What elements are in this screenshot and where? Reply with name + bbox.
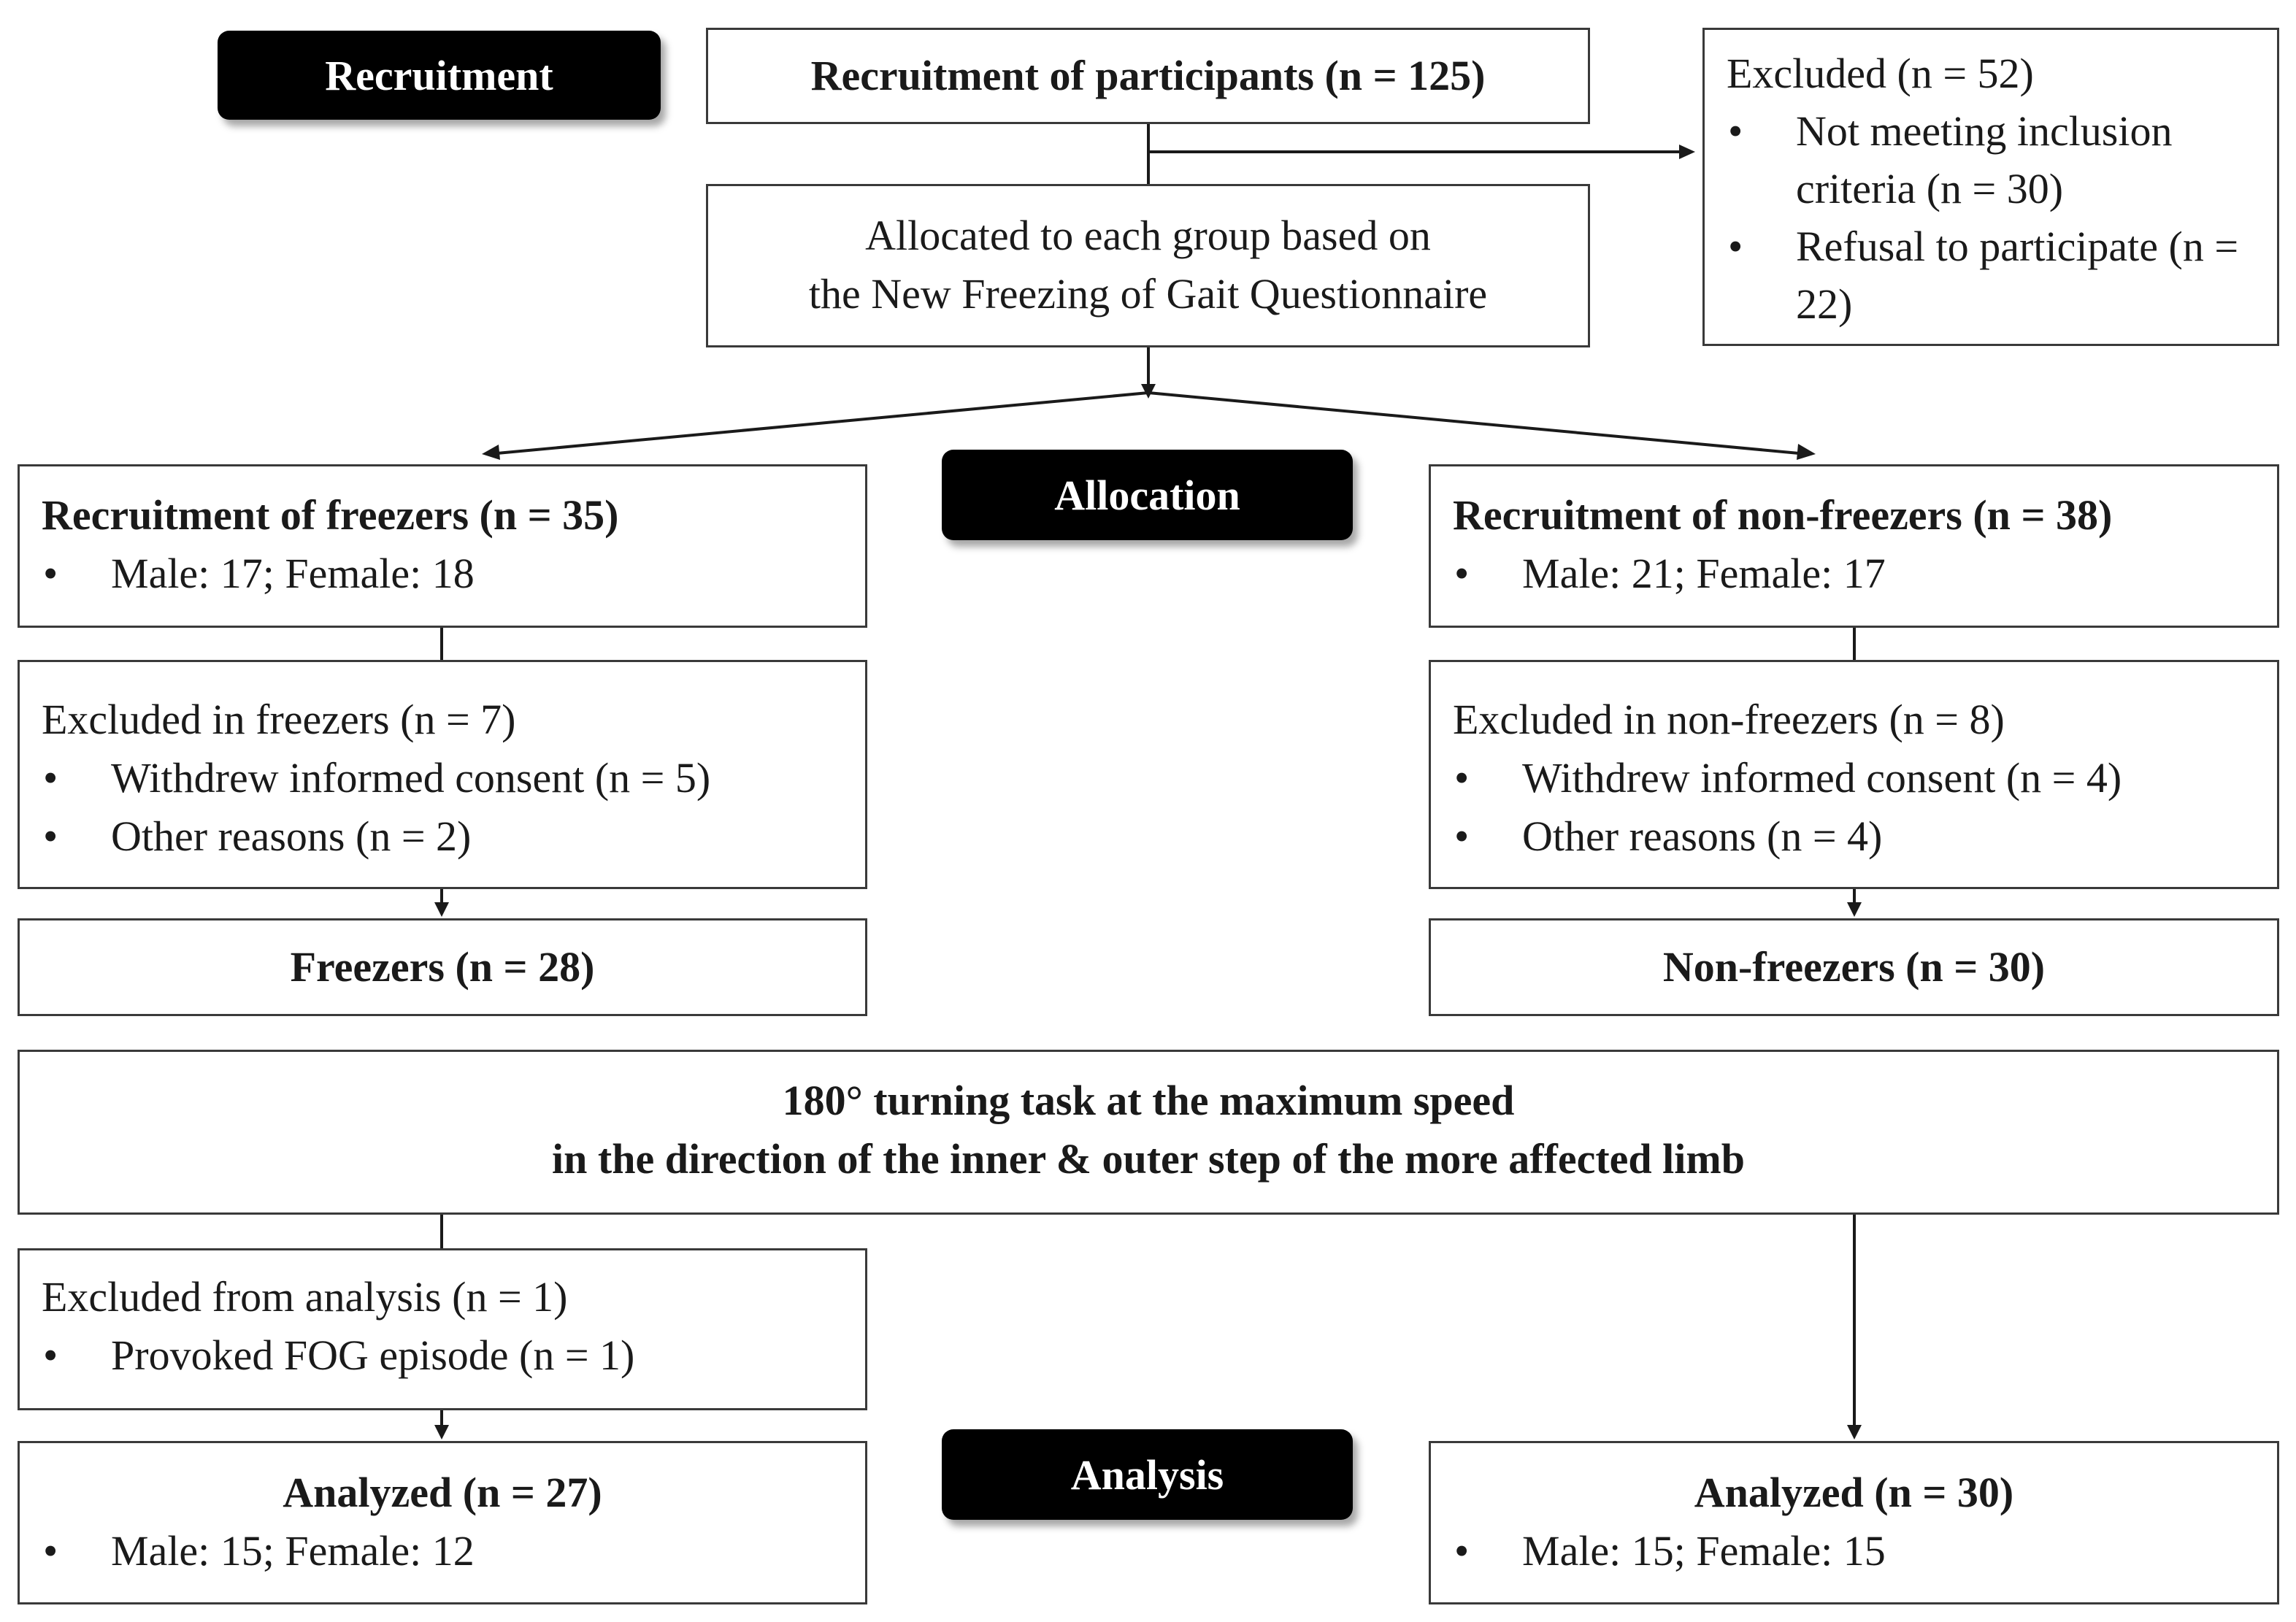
nonfreezers-sex: Male: 21; Female: 17 xyxy=(1522,550,1886,597)
list-item: • Withdrew informed consent (n = 4) xyxy=(1453,749,2277,807)
list-item: • Other reasons (n = 2) xyxy=(42,807,865,866)
list-item: • Male: 17; Female: 18 xyxy=(42,545,865,603)
arrowhead-allocated xyxy=(1141,384,1156,399)
bullet-icon: • xyxy=(1454,1527,1470,1575)
bullet-icon: • xyxy=(43,1527,58,1575)
freezers-recruitment-box: Recruitment of freezers (n = 35) • Male:… xyxy=(18,464,867,628)
arrowhead-excluded xyxy=(1679,145,1695,159)
list-item: • Withdrew informed consent (n = 5) xyxy=(42,749,865,807)
task-line-2: in the direction of the inner & outer st… xyxy=(552,1135,1745,1183)
analysis-excluded-item: Provoked FOG episode (n = 1) xyxy=(111,1331,635,1379)
bullet-icon: • xyxy=(43,550,58,597)
bullet-icon: • xyxy=(1728,107,1743,155)
freezers-excluded-title: Excluded in freezers (n = 7) xyxy=(42,696,516,743)
nonfreezers-excluded-title: Excluded in non-freezers (n = 8) xyxy=(1453,696,2005,743)
nonfreezers-title: Recruitment of non-freezers (n = 38) xyxy=(1453,491,2113,539)
analysis-excluded-box: Excluded from analysis (n = 1) • Provoke… xyxy=(18,1248,867,1410)
freezers-sex: Male: 17; Female: 18 xyxy=(111,550,475,597)
nonfreezers-excluded-item: Withdrew informed consent (n = 4) xyxy=(1522,754,2122,802)
allocated-box: Allocated to each group based on the New… xyxy=(706,184,1590,347)
analysis-excluded-title: Excluded from analysis (n = 1) xyxy=(42,1273,568,1321)
bullet-icon: • xyxy=(1454,754,1470,802)
arrowhead-analyzed-freezers xyxy=(434,1425,449,1440)
freezers-excluded-item: Withdrew informed consent (n = 5) xyxy=(111,754,711,802)
bullet-icon: • xyxy=(43,812,58,860)
nonfreezers-excluded-box: Excluded in non-freezers (n = 8) • Withd… xyxy=(1429,660,2279,889)
connector-to-nonfreezers xyxy=(1148,391,1808,456)
list-item: • Refusal to participate (n = 22) xyxy=(1727,218,2270,333)
nonfreezers-final-box: Non-freezers (n = 30) xyxy=(1429,918,2279,1016)
bullet-icon: • xyxy=(1454,550,1470,597)
stage-label-recruitment: Recruitment xyxy=(218,31,661,120)
nonfreezers-recruitment-box: Recruitment of non-freezers (n = 38) • M… xyxy=(1429,464,2279,628)
freezers-final-box: Freezers (n = 28) xyxy=(18,918,867,1016)
stage-label-allocation: Allocation xyxy=(942,450,1353,540)
bullet-icon: • xyxy=(43,1331,58,1379)
task-line-1: 180° turning task at the maximum speed xyxy=(782,1077,1515,1124)
list-item: • Other reasons (n = 4) xyxy=(1453,807,2277,866)
arrowhead-nonfreezers-final xyxy=(1847,902,1862,917)
freezers-final: Freezers (n = 28) xyxy=(290,943,595,991)
excluded-initial-title: Excluded (n = 52) xyxy=(1727,50,2034,97)
analyzed-nonfreezers-box: Analyzed (n = 30) • Male: 15; Female: 15 xyxy=(1429,1441,2279,1604)
freezers-excluded-box: Excluded in freezers (n = 7) • Withdrew … xyxy=(18,660,867,889)
connector-to-freezers xyxy=(488,391,1149,456)
recruitment-title: Recruitment of participants (n = 125) xyxy=(810,52,1486,99)
analyzed-nonfreezers-title: Analyzed (n = 30) xyxy=(1694,1469,2014,1516)
analyzed-freezers-box: Analyzed (n = 27) • Male: 15; Female: 12 xyxy=(18,1441,867,1604)
recruitment-box: Recruitment of participants (n = 125) xyxy=(706,28,1590,124)
list-item: • Not meeting inclusion criteria (n = 30… xyxy=(1727,102,2270,218)
list-item: • Male: 15; Female: 12 xyxy=(20,1522,865,1580)
excluded-initial-item: Not meeting inclusion criteria (n = 30) xyxy=(1796,107,2173,212)
bullet-icon: • xyxy=(1728,223,1743,270)
freezers-excluded-item: Other reasons (n = 2) xyxy=(111,812,472,860)
excluded-initial-box: Excluded (n = 52) • Not meeting inclusio… xyxy=(1702,28,2279,346)
stage-label-analysis: Analysis xyxy=(942,1429,1353,1520)
list-item: • Male: 15; Female: 15 xyxy=(1431,1522,2277,1580)
list-item: • Male: 21; Female: 17 xyxy=(1453,545,2277,603)
analyzed-nonfreezers-sex: Male: 15; Female: 15 xyxy=(1522,1527,1886,1575)
arrowhead-freezers xyxy=(482,445,500,460)
analyzed-freezers-title: Analyzed (n = 27) xyxy=(283,1469,602,1516)
excluded-initial-item: Refusal to participate (n = 22) xyxy=(1796,223,2239,328)
bullet-icon: • xyxy=(43,754,58,802)
freezers-title: Recruitment of freezers (n = 35) xyxy=(42,491,619,539)
list-item: • Provoked FOG episode (n = 1) xyxy=(42,1326,865,1385)
arrowhead-freezers-final xyxy=(434,902,449,917)
allocated-line-1: Allocated to each group based on xyxy=(865,212,1431,259)
nonfreezers-excluded-item: Other reasons (n = 4) xyxy=(1522,812,1883,860)
nonfreezers-final: Non-freezers (n = 30) xyxy=(1662,943,2046,991)
bullet-icon: • xyxy=(1454,812,1470,860)
task-box: 180° turning task at the maximum speed i… xyxy=(18,1050,2279,1215)
allocated-line-2: the New Freezing of Gait Questionnaire xyxy=(808,270,1488,318)
arrowhead-nonfreezers xyxy=(1797,444,1816,460)
arrowhead-analyzed-nonfreezers xyxy=(1847,1425,1862,1440)
analyzed-freezers-sex: Male: 15; Female: 12 xyxy=(111,1527,475,1575)
